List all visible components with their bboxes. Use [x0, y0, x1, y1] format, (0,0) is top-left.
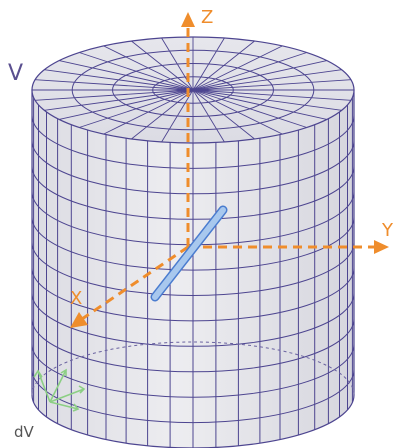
cylinder-top [31, 36, 355, 144]
top-spoke-line [44, 69, 194, 91]
top-spoke-line [131, 40, 194, 91]
top-spoke-line [192, 60, 327, 91]
top-spoke-line [103, 89, 194, 135]
top-spoke-line [35, 79, 194, 91]
mesh-ring-line [31, 344, 355, 398]
top-spoke-line [192, 79, 351, 91]
mesh-ring-line [31, 115, 355, 169]
z-axis: Z [181, 7, 213, 247]
mesh-ring-line [31, 166, 355, 220]
blue-rod [150, 205, 228, 302]
mesh-ring-line [31, 318, 355, 373]
mesh-ring-line [31, 293, 355, 347]
top-spoke-line [44, 89, 194, 111]
top-spoke-line [192, 89, 327, 120]
mesh-ring-line [31, 217, 355, 271]
top-spoke-line [192, 89, 283, 135]
top-spoke-line [192, 52, 307, 91]
top-spoke-line [192, 89, 225, 143]
y-axis: Y [188, 220, 394, 254]
top-spoke-line [59, 60, 194, 91]
top-spoke-line [161, 89, 194, 143]
mesh-ring-line [31, 140, 355, 195]
top-mesh-spokes [32, 37, 354, 143]
top-spoke-line [79, 52, 194, 91]
top-spoke-line [192, 89, 351, 101]
z-axis-label: Z [201, 7, 213, 28]
top-spoke-line [192, 89, 342, 111]
top-spoke-line [192, 69, 342, 91]
top-spoke-line [192, 45, 283, 91]
top-spoke-line [79, 89, 194, 128]
x-axis-label: X [70, 288, 82, 309]
cylinder-body [31, 89, 355, 448]
y-axis-label: Y [381, 220, 394, 241]
top-spoke-line [59, 89, 194, 120]
green-vector-arrows-icon [33, 368, 86, 412]
top-spoke-line [192, 40, 255, 91]
mesh-ring-line [31, 267, 355, 322]
top-spoke-line [192, 89, 307, 128]
mesh-ring-line [31, 242, 355, 296]
x-axis: X [70, 245, 189, 328]
top-spoke-line [192, 37, 225, 91]
top-spoke-line [103, 45, 194, 91]
top-spoke-line [131, 89, 194, 140]
mesh-ring-line [31, 369, 355, 424]
volume-element-label: dV [14, 423, 35, 441]
top-spoke-line [35, 89, 194, 101]
volume-label: V [8, 61, 23, 86]
bottom-hidden-edge [31, 341, 355, 396]
top-spoke-line [192, 89, 255, 140]
